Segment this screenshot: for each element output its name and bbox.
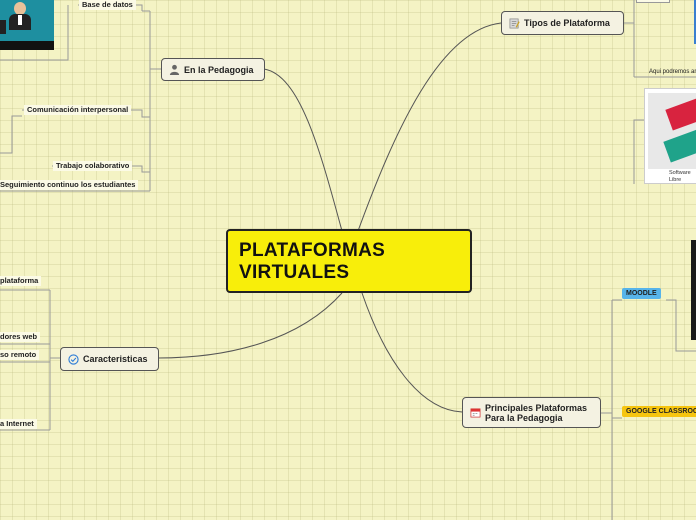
software-libre-caption: Software Libre bbox=[669, 170, 691, 183]
person-dark-block bbox=[0, 20, 6, 34]
central-title-line1: PLATAFORMAS bbox=[239, 240, 386, 261]
topic-label-line2: Para la Pedagogia bbox=[485, 412, 563, 423]
person-illustration-image bbox=[0, 0, 54, 50]
topic-label-wrap: Principales Plataformas Para la Pedagogi… bbox=[485, 403, 587, 423]
subtopic-plataforma[interactable]: plataforma bbox=[0, 276, 42, 286]
topic-label: En la Pedagogia bbox=[184, 64, 254, 75]
calendar-icon bbox=[470, 408, 481, 418]
note-icon bbox=[509, 18, 520, 28]
topic-principales-plataformas[interactable]: Principales Plataformas Para la Pedagogi… bbox=[462, 397, 601, 428]
person-tie-icon bbox=[18, 15, 22, 25]
subtopic-aqui-podremos[interactable]: Aqui podremos ar bbox=[649, 69, 696, 75]
topic-label: Tipos de Plataforma bbox=[524, 18, 610, 28]
subtopic-comunicacion-interpersonal[interactable]: Comunicación interpersonal bbox=[24, 105, 132, 115]
topic-caracteristicas[interactable]: Caracteristicas bbox=[60, 347, 159, 371]
topic-label: Caracteristicas bbox=[83, 354, 148, 364]
tipos-image-edge bbox=[694, 0, 696, 44]
tipos-top-box-edge bbox=[636, 0, 670, 3]
person-head-icon bbox=[14, 2, 26, 15]
red-arrow-icon bbox=[665, 97, 696, 131]
central-topic[interactable]: PLATAFORMAS VIRTUALES bbox=[226, 229, 472, 293]
moodle-screenshot-image bbox=[691, 240, 696, 340]
topic-tipos-de-plataforma[interactable]: Tipos de Plataforma bbox=[501, 11, 624, 35]
central-title-line2: VIRTUALES bbox=[239, 262, 350, 283]
software-libre-image: Software Libre bbox=[644, 88, 696, 184]
tag-moodle[interactable]: MOODLE bbox=[622, 288, 661, 299]
subtopic-internet[interactable]: a Internet bbox=[0, 419, 37, 429]
topic-label-line1: Principales Plataformas bbox=[485, 402, 588, 413]
subtopic-trabajo-colaborativo[interactable]: Trabajo colaborativo bbox=[53, 161, 133, 171]
software-image-panel bbox=[648, 93, 696, 169]
teal-arrow-icon bbox=[663, 129, 696, 163]
tag-google-classroom[interactable]: GOOGLE CLASSROO bbox=[622, 406, 696, 417]
subtopic-servidores-web[interactable]: dores web bbox=[0, 332, 41, 342]
subtopic-acceso-remoto[interactable]: so remoto bbox=[0, 350, 40, 360]
topic-en-la-pedagogia[interactable]: En la Pedagogia bbox=[161, 58, 265, 81]
subtopic-seguimiento-continuo[interactable]: Seguimiento continuo los estudiantes bbox=[0, 180, 139, 190]
user-icon bbox=[169, 64, 180, 75]
subtopic-base-de-datos[interactable]: Base de datos bbox=[79, 0, 136, 10]
check-circle-icon bbox=[68, 353, 79, 365]
